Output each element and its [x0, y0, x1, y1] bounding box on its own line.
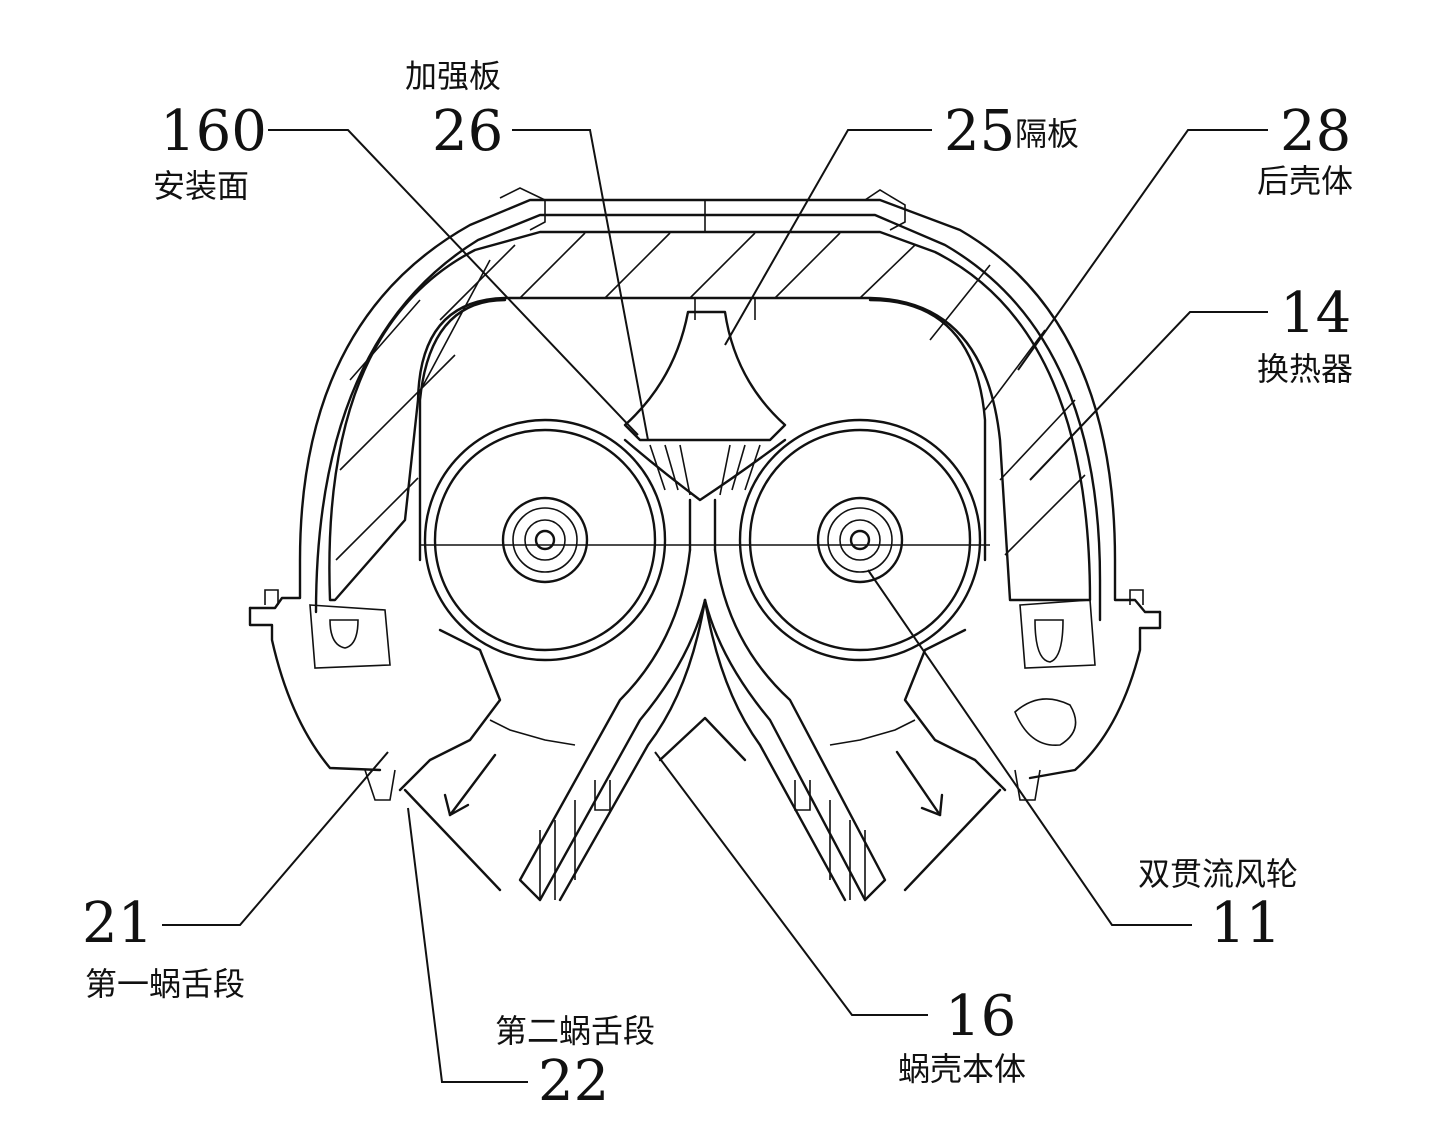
label-25-number: 25 — [944, 99, 1015, 164]
label-14-number: 14 — [1280, 281, 1351, 346]
label-11-text: 双贯流风轮 — [1138, 855, 1298, 893]
label-22-number: 22 — [538, 1049, 609, 1114]
label-11: 双贯流风轮 11 — [1138, 855, 1298, 956]
label-14: 14 换热器 — [1257, 281, 1353, 388]
label-25: 25 隔板 — [944, 99, 1079, 164]
label-160: 160 安装面 — [153, 99, 267, 205]
side-details — [309, 599, 1096, 801]
partition — [623, 310, 787, 552]
label-28-number: 28 — [1280, 99, 1351, 164]
label-16: 16 蜗壳本体 — [898, 984, 1026, 1088]
volute-body — [398, 548, 1007, 902]
label-22: 第二蜗舌段 22 — [495, 1012, 655, 1114]
label-16-number: 16 — [945, 984, 1016, 1049]
label-28: 28 后壳体 — [1257, 99, 1353, 200]
volute-walls — [418, 298, 990, 562]
label-11-number: 11 — [1210, 891, 1281, 956]
label-14-text: 换热器 — [1257, 350, 1353, 388]
label-26-text: 加强板 — [405, 57, 501, 95]
label-26-number: 26 — [432, 99, 503, 164]
heat-exchanger — [328, 200, 1092, 602]
right-fan — [738, 418, 982, 662]
label-16-text: 蜗壳本体 — [898, 1050, 1026, 1088]
label-22-text: 第二蜗舌段 — [495, 1012, 655, 1050]
left-fan — [423, 418, 667, 662]
label-21-text: 第一蜗舌段 — [85, 965, 245, 1003]
label-160-text: 安装面 — [153, 167, 249, 205]
label-28-text: 后壳体 — [1257, 162, 1353, 200]
rear-housing — [248, 187, 1162, 780]
label-160-number: 160 — [160, 99, 267, 164]
leader-lines — [162, 129, 1268, 1083]
label-21: 21 第一蜗舌段 — [82, 891, 245, 1003]
airflow-arrows — [443, 750, 944, 817]
label-21-number: 21 — [82, 891, 153, 956]
label-25-text: 隔板 — [1015, 115, 1079, 153]
label-26: 加强板 26 — [405, 57, 503, 164]
